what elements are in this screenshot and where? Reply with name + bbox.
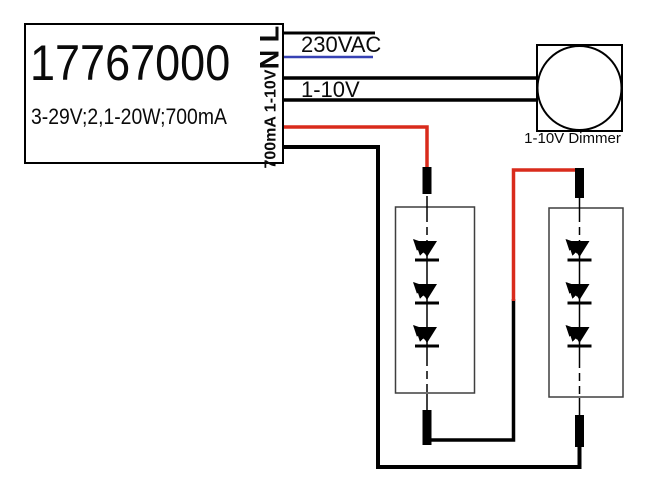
connector-module2-bottom [575,415,584,447]
control-voltage-label: 1-10V [301,77,360,102]
connector-module1-bottom [422,410,432,445]
wire-series-black [427,299,516,442]
dimmer-label: 1-10V Dimmer [524,130,621,147]
driver-output-terminals: 700mA 1-10V [263,69,280,169]
connector-module2-top [575,168,584,198]
led-module-1 [394,206,476,394]
connector-module1-top [422,167,432,194]
wire-led-negative [284,145,582,469]
driver-mains-terminals: N L [254,25,285,69]
driver-model: 17767000 [30,35,231,91]
driver-specs: 3-29V;2,1-20W;700mA [31,104,227,129]
wire-series-red [511,168,576,301]
wire-led-positive [284,125,429,169]
mains-voltage-label: 230VAC [301,32,382,57]
dimmer-knob [536,45,623,131]
driver-box [24,23,284,164]
